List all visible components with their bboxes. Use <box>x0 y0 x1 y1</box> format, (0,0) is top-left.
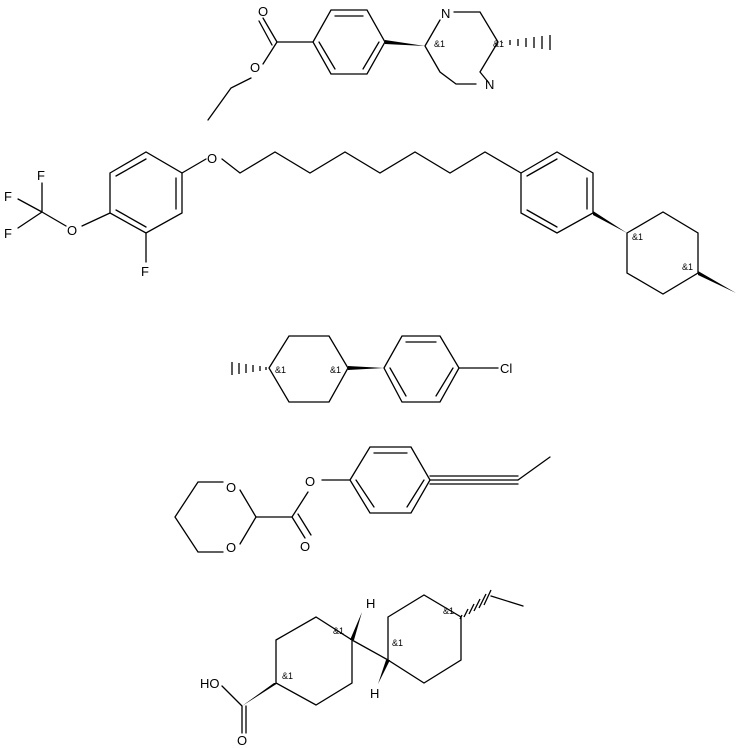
molecule-3-chlorophenyl-cyclohexane: Cl &1 &1 <box>231 335 512 403</box>
m2-f-ring: F <box>141 264 149 279</box>
m4-o-ester: O <box>305 474 315 489</box>
m1-piperazine-ring <box>424 11 499 85</box>
m5-o-carbonyl: O <box>237 733 247 748</box>
m2-left-benzene-inner <box>115 158 177 228</box>
m2-octyl-chain <box>181 151 522 174</box>
m4-benzene-inner <box>355 452 425 508</box>
m2-o-ether: O <box>207 151 217 166</box>
m3-wedge-bond <box>348 366 384 370</box>
molecule-5-bicyclohexyl-carboxylic-acid: H H HO O &1 &1 &1 &1 <box>200 589 524 748</box>
m5-ring-link <box>351 639 389 661</box>
m1-o-ester: O <box>250 60 260 75</box>
m5-h-bottom-wedge <box>378 660 390 684</box>
m1-n-bottom: N <box>485 77 494 92</box>
m4-o-carbonyl: O <box>300 539 310 554</box>
m1-benzene-inner-bonds <box>318 15 380 70</box>
m2-wedge-bond <box>593 211 627 233</box>
m1-stereo-b: &1 <box>493 39 504 49</box>
m2-ocf3-bonds <box>17 182 111 229</box>
m5-acid-bonds <box>221 685 247 734</box>
m3-hashed-methyl <box>231 362 267 375</box>
m1-o-carbonyl: O <box>258 4 268 19</box>
m5-acid-wedge <box>242 683 278 706</box>
m4-alkyne-triple-bond <box>429 475 519 485</box>
m2-stereo-b: &1 <box>682 262 693 272</box>
m2-f-2: F <box>4 189 12 204</box>
m1-n-top: N <box>441 6 450 21</box>
m5-stereo-b: &1 <box>392 638 403 648</box>
m5-ethyl-bond <box>490 595 524 607</box>
m1-ethyl-chain <box>207 41 278 121</box>
m5-h-bottom: H <box>370 686 379 701</box>
molecule-2-trifluoromethoxy-aryl-ether: O O F F F F &1 &1 <box>4 151 736 295</box>
molecule-4-dioxane-ester: O O O O <box>174 446 551 555</box>
m3-stereo-a: &1 <box>275 365 286 375</box>
m4-ethyl <box>517 456 551 481</box>
m2-f-1: F <box>37 168 45 183</box>
m2-right-benzene-inner <box>526 158 588 228</box>
m5-h-top-wedge <box>350 612 362 640</box>
m1-stereo-a: &1 <box>434 39 445 49</box>
m1-benzene-ring <box>312 9 386 75</box>
m2-methyl-wedge <box>698 271 736 293</box>
m5-hashed-ethyl <box>459 589 492 620</box>
m3-benzene-inner <box>389 341 454 397</box>
m3-stereo-b: &1 <box>330 365 341 375</box>
m3-cl: Cl <box>500 361 512 376</box>
m5-h-top: H <box>366 596 375 611</box>
m1-wedge-bond <box>385 40 425 46</box>
m4-benzene <box>349 446 431 514</box>
m4-ester-bonds <box>255 491 312 539</box>
m2-stereo-a: &1 <box>632 232 643 242</box>
m4-dioxane-ring <box>174 481 257 553</box>
m5-stereo-d: &1 <box>282 671 293 681</box>
m5-stereo-c: &1 <box>443 606 454 616</box>
m2-cyclohexane <box>626 211 699 295</box>
m3-benzene <box>383 335 460 403</box>
m2-f-3: F <box>4 226 12 241</box>
m1-carbonyl-bonds <box>258 17 314 46</box>
m2-right-benzene <box>520 151 594 234</box>
molecule-1-ethyl-benzoate-piperazine: O O N N &1 &1 <box>207 4 551 121</box>
m2-left-benzene <box>109 151 183 234</box>
m1-hashed-methyl <box>501 35 551 50</box>
m4-o-ring-top: O <box>226 480 236 495</box>
m2-o-ocf3: O <box>67 223 77 238</box>
m4-o-ring-bottom: O <box>226 540 236 555</box>
m5-ho: HO <box>200 676 220 691</box>
m5-stereo-a: &1 <box>333 626 344 636</box>
